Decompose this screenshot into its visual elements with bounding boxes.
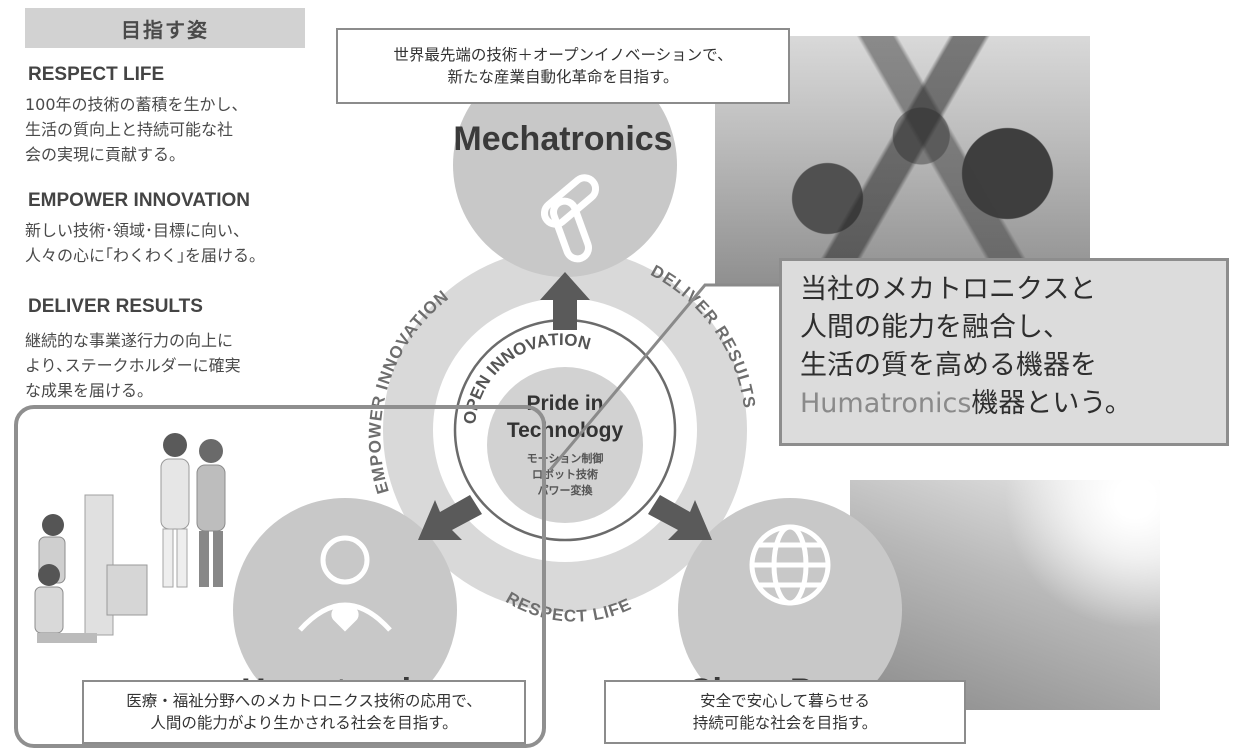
mechatronics-callout: 世界最先端の技術＋オープンイノベーションで、 新たな産業自動化革命を目指す。 [336, 28, 790, 104]
center-title-1: Pride in [526, 392, 603, 415]
value-desc-empower-innovation: 新しい技術･領域･目標に向い、 人々の心に｢わくわく｣を届ける。 [25, 221, 266, 265]
goal-header: 目指す姿 [25, 8, 305, 48]
globe-icon [749, 524, 831, 606]
center-sub-3: パワー変換 [538, 483, 594, 497]
callout-connector [548, 283, 790, 471]
value-title-empower-innovation: EMPOWER INNOVATION [28, 190, 251, 211]
mechatronics-title: Mechatronics [453, 120, 672, 158]
value-title-deliver-results: DELIVER RESULTS [28, 296, 203, 317]
value-desc-respect-life: 100年の技術の蓄積を生かし、 生活の質向上と持続可能な社 会の実現に貢献する。 [25, 95, 248, 164]
arrow-down-left-icon [418, 495, 482, 540]
arrow-down-right-icon [648, 495, 712, 540]
humatronics-highlight-frame [14, 405, 546, 748]
humatronics-highlight: Humatronics [800, 388, 972, 419]
humatronics-callout: 医療・福祉分野へのメカトロニクス技術の応用で、 人間の能力がより生かされる社会を… [82, 680, 526, 744]
humatronics-definition-callout: 当社のメカトロニクスと 人間の能力を融合し、 生活の質を高める機器を Humat… [779, 258, 1229, 446]
value-desc-deliver-results: 継続的な事業遂行力の向上に より､ステークホルダーに確実 な成果を届ける。 [25, 331, 241, 400]
rehabilitation-photo [34, 433, 226, 643]
clean-power-circle [678, 498, 902, 722]
center-sub-2: ロボット技術 [532, 467, 598, 481]
wind-turbine-photo [850, 480, 1160, 710]
mechatronics-circle [453, 53, 677, 277]
robot-arm-icon [540, 174, 600, 263]
arrow-up-icon [540, 272, 590, 330]
value-title-respect-life: RESPECT LIFE [28, 64, 165, 85]
clean-power-callout: 安全で安心して暮らせる 持続可能な社会を目指す。 [604, 680, 966, 744]
person-heart-icon [298, 535, 392, 632]
